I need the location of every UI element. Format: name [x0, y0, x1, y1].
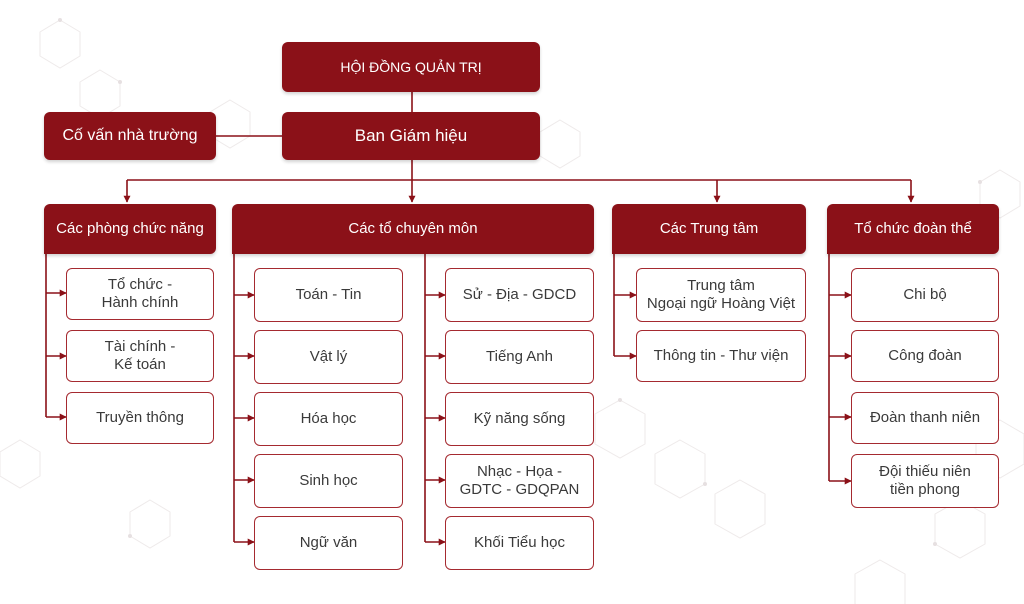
union-item: Đoàn thanh niên	[851, 392, 999, 444]
center-item: Thông tin - Thư viện	[636, 330, 806, 382]
advisor-box: Cố vấn nhà trường	[44, 112, 216, 160]
functional-item: Tài chính - Kế toán	[66, 330, 214, 382]
unions-header: Tổ chức đoàn thể	[827, 204, 999, 254]
department-item: Sử - Địa - GDCD	[445, 268, 594, 322]
department-item: Ngữ văn	[254, 516, 403, 570]
functional-item: Truyền thông	[66, 392, 214, 444]
union-item: Chi bộ	[851, 268, 999, 322]
department-item: Kỹ năng sống	[445, 392, 594, 446]
department-item: Tiếng Anh	[445, 330, 594, 384]
centers-header: Các Trung tâm	[612, 204, 806, 254]
functional-item: Tổ chức - Hành chính	[66, 268, 214, 320]
department-item: Sinh học	[254, 454, 403, 508]
department-item: Hóa học	[254, 392, 403, 446]
department-item: Nhạc - Họa - GDTC - GDQPAN	[445, 454, 594, 508]
center-item: Trung tâm Ngoại ngữ Hoàng Việt	[636, 268, 806, 322]
union-item: Đội thiếu niên tiền phong	[851, 454, 999, 508]
board-box: HỘI ĐỒNG QUẢN TRỊ	[282, 42, 540, 92]
department-item: Vật lý	[254, 330, 403, 384]
department-item: Khối Tiểu học	[445, 516, 594, 570]
principal-box: Ban Giám hiệu	[282, 112, 540, 160]
union-item: Công đoàn	[851, 330, 999, 382]
department-item: Toán - Tin	[254, 268, 403, 322]
departments-header: Các tổ chuyên môn	[232, 204, 594, 254]
functional-header: Các phòng chức năng	[44, 204, 216, 254]
